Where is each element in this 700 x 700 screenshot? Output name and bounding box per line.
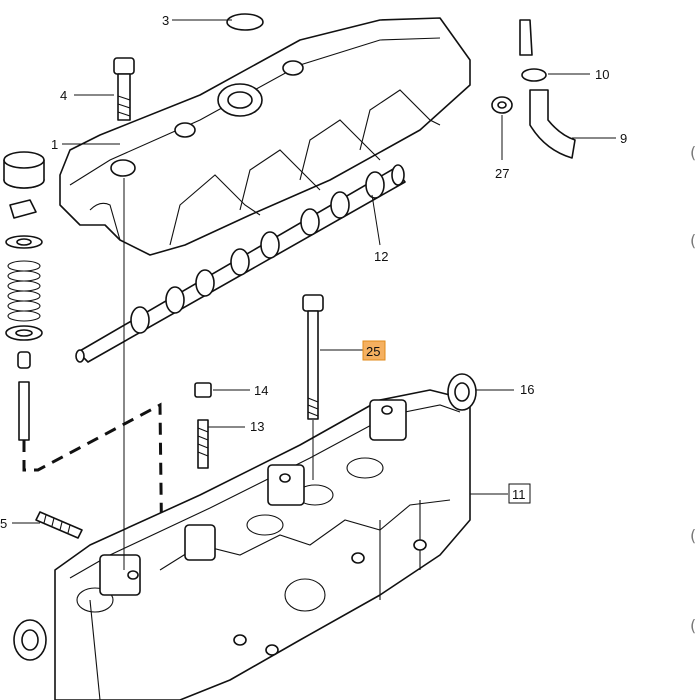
valve-stem-seal[interactable] — [17, 351, 31, 369]
edge-mark-3: ( — [690, 526, 696, 545]
head-bolt[interactable] — [302, 294, 324, 420]
hose-clamp-10[interactable] — [521, 68, 547, 82]
stud-nut[interactable] — [194, 382, 212, 398]
callout-13: 13 — [250, 419, 264, 434]
callout-16: 16 — [520, 382, 534, 397]
callout-14: 14 — [254, 383, 268, 398]
callout-11-boxed: 11 — [508, 483, 531, 504]
callout-25-highlighted: 25 — [362, 340, 386, 361]
valve-cover[interactable] — [59, 13, 471, 256]
cylinder-head[interactable] — [54, 389, 471, 700]
callout-4: 4 — [60, 88, 67, 103]
breather-hose[interactable] — [529, 89, 576, 159]
cover-bolt[interactable] — [113, 57, 135, 121]
callout-12: 12 — [374, 249, 388, 264]
breather-pipe[interactable] — [519, 19, 533, 56]
hose-clamp-27[interactable] — [491, 96, 513, 114]
valve-guide[interactable] — [18, 381, 30, 441]
valve-collets[interactable] — [9, 199, 37, 219]
callout-25: 25 — [366, 344, 380, 359]
callout-9: 9 — [620, 131, 627, 146]
edge-mark-2: ( — [690, 231, 696, 250]
dashed-guide-line — [22, 402, 164, 571]
callout-5: 5 — [0, 516, 7, 531]
camshaft-seal-right[interactable] — [447, 373, 477, 411]
callout-3: 3 — [162, 13, 169, 28]
edge-mark-4: ( — [690, 616, 696, 635]
callout-1: 1 — [51, 137, 58, 152]
callout-10: 10 — [595, 67, 609, 82]
stud-bolt[interactable] — [197, 419, 209, 469]
camshaft[interactable] — [75, 164, 406, 363]
callout-27: 27 — [495, 166, 509, 181]
edge-mark-1: ( — [690, 143, 696, 162]
valve-spring-retainer[interactable] — [5, 235, 43, 249]
camshaft-seal-left[interactable] — [13, 619, 47, 661]
valve-spring-seat[interactable] — [5, 325, 43, 341]
valve-tappet[interactable] — [3, 151, 45, 189]
callout-11: 11 — [512, 487, 526, 502]
leader-lines — [12, 19, 616, 570]
valve-spring[interactable] — [7, 260, 41, 322]
manifold-stud[interactable] — [35, 511, 83, 539]
